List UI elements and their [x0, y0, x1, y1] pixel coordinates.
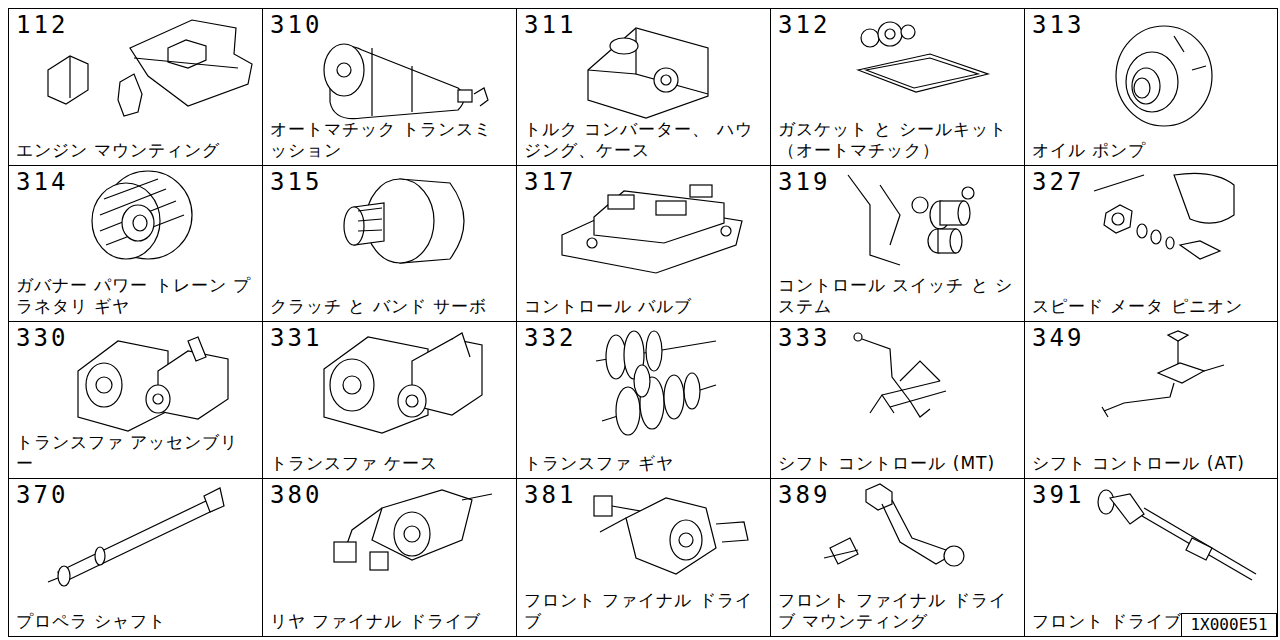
group-name: トルク コンバーター、 ハウジング、ケース	[524, 119, 760, 161]
group-name: トランスファ アッセンブリー	[16, 432, 252, 474]
group-number: 381	[524, 482, 576, 508]
catalog-cell: 330 トランスファ アッセンブリー	[8, 321, 263, 479]
group-name: ガスケット と シールキット （オートマチック）	[778, 119, 1014, 161]
group-number: 310	[270, 12, 322, 38]
group-name: フロント ファイナル ドライブ	[524, 590, 760, 632]
drawing-code-box: 1X000E51	[1181, 613, 1277, 637]
group-number: 330	[16, 325, 68, 351]
catalog-cell: 332 トランスファ ギヤ	[516, 321, 771, 479]
group-number: 312	[778, 12, 830, 38]
group-number: 389	[778, 482, 830, 508]
group-number: 333	[778, 325, 830, 351]
group-number: 370	[16, 482, 68, 508]
group-name: プロペラ シャフト	[16, 611, 252, 632]
catalog-cell: 349 シフト コントロール (AT)	[1024, 321, 1278, 479]
catalog-cell: 311 トルク コンバーター、 ハウジング、ケース	[516, 8, 771, 166]
group-number: 327	[1032, 169, 1084, 195]
group-name: エンジン マウンティング	[16, 140, 252, 161]
group-number: 313	[1032, 12, 1084, 38]
group-number: 331	[270, 325, 322, 351]
group-name: オートマチック トランスミッション	[270, 119, 506, 161]
group-name: クラッチ と バンド サーボ	[270, 296, 506, 317]
catalog-cell: 381 フロント ファイナル ドライブ	[516, 478, 771, 637]
group-name: トランスファ ギヤ	[524, 453, 760, 474]
group-name: オイル ポンプ	[1032, 140, 1268, 161]
group-name: フロント ファイナル ドライブ マウンティング	[778, 590, 1014, 632]
group-name: ガバナー パワー トレーン プラネタリ ギヤ	[16, 275, 252, 317]
drawing-code: 1X000E51	[1190, 616, 1267, 634]
catalog-cell: 327 スピード メータ ピニオン	[1024, 165, 1278, 322]
group-number: 380	[270, 482, 322, 508]
group-number: 314	[16, 169, 68, 195]
catalog-cell: 319 コントロール スイッチ と システム	[770, 165, 1025, 322]
group-number: 349	[1032, 325, 1084, 351]
catalog-cell: 389 フロント ファイナル ドライブ マウンティング	[770, 478, 1025, 637]
catalog-cell: 312 ガスケット と シールキット （オートマチック）	[770, 8, 1025, 166]
catalog-cell: 380 リヤ ファイナル ドライブ	[262, 478, 517, 637]
catalog-cell: 313 オイル ポンプ	[1024, 8, 1278, 166]
group-number: 332	[524, 325, 576, 351]
group-name: スピード メータ ピニオン	[1032, 296, 1268, 317]
group-name: リヤ ファイナル ドライブ	[270, 611, 506, 632]
group-number: 112	[16, 12, 68, 38]
group-name: トランスファ ケース	[270, 453, 506, 474]
catalog-cell: 331 トランスファ ケース	[262, 321, 517, 479]
catalog-cell: 315 クラッチ と バンド サーボ	[262, 165, 517, 322]
catalog-cell: 310 オートマチック トランスミッション	[262, 8, 517, 166]
catalog-cell: 333 シフト コントロール (MT)	[770, 321, 1025, 479]
group-name: シフト コントロール (AT)	[1032, 453, 1268, 474]
catalog-cell: 370 プロペラ シャフト	[8, 478, 263, 637]
catalog-cell: 112 エンジン マウンティング	[8, 8, 263, 166]
group-name: コントロール バルブ	[524, 296, 760, 317]
group-number: 311	[524, 12, 576, 38]
group-number: 317	[524, 169, 576, 195]
group-number: 319	[778, 169, 830, 195]
group-name: コントロール スイッチ と システム	[778, 275, 1014, 317]
catalog-cell: 317 コントロール バルブ	[516, 165, 771, 322]
group-name: シフト コントロール (MT)	[778, 453, 1014, 474]
catalog-cell: 314 ガバナー パワー トレーン プラネタリ ギヤ	[8, 165, 263, 322]
group-number: 315	[270, 169, 322, 195]
group-number: 391	[1032, 482, 1084, 508]
